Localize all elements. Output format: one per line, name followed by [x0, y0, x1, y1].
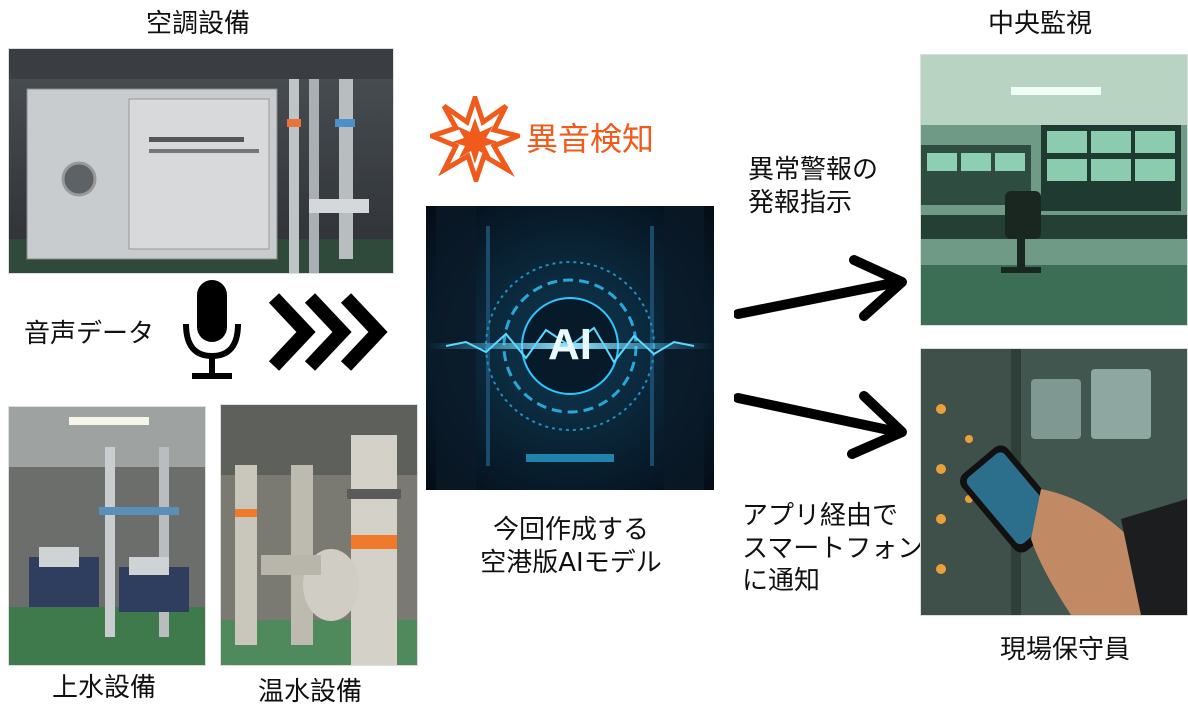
smartphone-notify-line3: に通知	[742, 566, 821, 596]
water-supply-equipment-photo	[8, 406, 206, 666]
central-monitoring-photo	[920, 54, 1188, 326]
field-worker-photo	[920, 348, 1188, 616]
hvac-equipment-photo	[8, 48, 394, 274]
hot-water-label: 温水設備	[258, 677, 363, 707]
ai-badge: AI	[548, 320, 592, 369]
anomaly-detection-label: 異音検知	[526, 120, 655, 158]
alarm-instruction-text: 異常警報の 発報指示	[748, 154, 878, 219]
ai-model-image: AI	[426, 206, 714, 490]
triple-chevron-right-icon	[268, 292, 388, 372]
field-worker-label: 現場保守員	[1000, 635, 1131, 665]
ai-model-caption-line1: 今回作成する	[492, 515, 649, 545]
smartphone-notify-line2: スマートフォン	[742, 533, 924, 564]
alarm-instruction-line1: 異常警報の	[748, 155, 879, 185]
audio-data-label: 音声データ	[24, 319, 155, 349]
central-monitoring-label: 中央監視	[988, 9, 1093, 39]
ai-model-caption-line2: 空港版AIモデル	[480, 547, 662, 578]
water-supply-label: 上水設備	[52, 673, 157, 703]
hot-water-equipment-photo	[220, 404, 418, 666]
arrow-right-icon	[733, 380, 914, 460]
alarm-instruction-line2: 発報指示	[748, 187, 853, 218]
smartphone-notify-line1: アプリ経由で	[742, 501, 899, 531]
microphone-icon	[182, 280, 242, 382]
arrow-right-icon	[733, 252, 914, 332]
ai-model-caption: 今回作成する 空港版AIモデル	[446, 514, 696, 579]
hvac-label: 空調設備	[146, 9, 251, 39]
smartphone-notify-text: アプリ経由で スマートフォン に通知	[742, 500, 923, 598]
explosion-burst-icon	[424, 90, 526, 188]
